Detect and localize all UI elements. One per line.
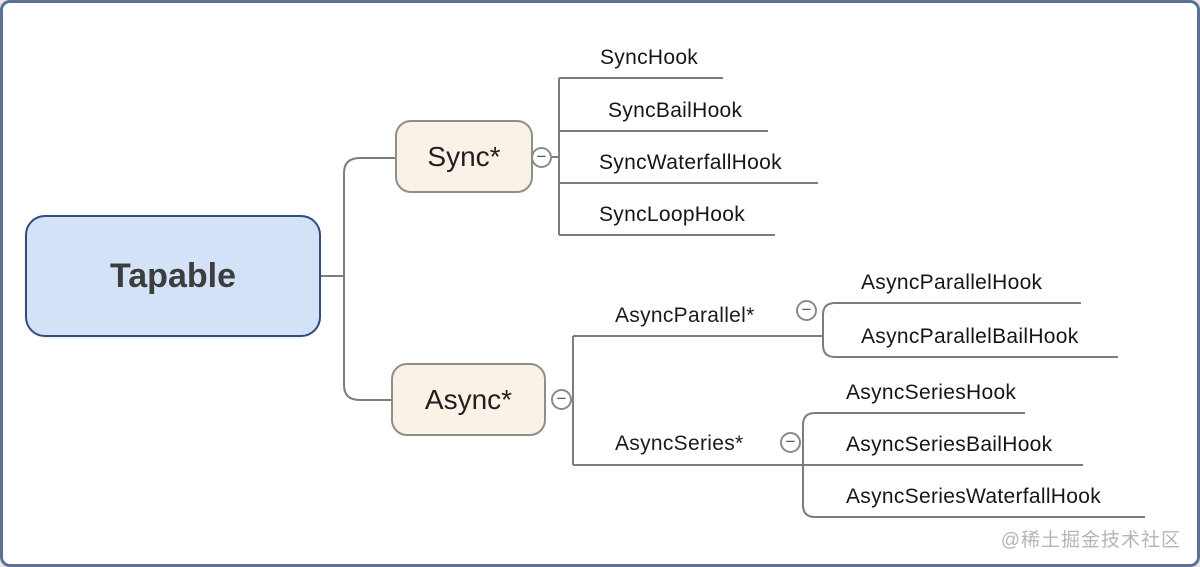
root-trunk-line [343, 157, 395, 401]
node-sync-label: Sync* [427, 140, 501, 172]
asyncseries-bracket [802, 412, 1145, 518]
node-synchook[interactable]: SyncHook [600, 46, 699, 69]
connector-lines [321, 77, 1145, 518]
node-async-label: Async* [424, 383, 513, 415]
asyncseries-collapse-icon[interactable]: − [780, 432, 801, 453]
node-async[interactable]: Async* [391, 363, 546, 436]
asyncparallel-collapse-icon[interactable]: − [796, 300, 817, 321]
node-sync[interactable]: Sync* [395, 120, 533, 193]
sync-collapse-icon[interactable]: − [531, 147, 552, 168]
node-tapable[interactable]: Tapable [25, 215, 321, 337]
node-syncloophook[interactable]: SyncLoopHook [599, 203, 746, 226]
node-asyncserieshook[interactable]: AsyncSeriesHook [846, 381, 1017, 404]
node-tapable-label: Tapable [110, 256, 236, 295]
node-asyncparallel[interactable]: AsyncParallel* [615, 304, 755, 327]
async-collapse-icon[interactable]: − [551, 389, 572, 410]
node-asyncparallelhook[interactable]: AsyncParallelHook [861, 271, 1043, 294]
node-syncbailhook[interactable]: SyncBailHook [608, 99, 743, 122]
node-asyncseriesbailhook[interactable]: AsyncSeriesBailHook [846, 433, 1053, 456]
node-asyncseries[interactable]: AsyncSeries* [615, 432, 744, 455]
node-asyncparallelbailhook[interactable]: AsyncParallelBailHook [861, 325, 1079, 348]
watermark: @稀土掘金技术社区 [1000, 530, 1181, 551]
node-asyncserieswaterfallhook[interactable]: AsyncSeriesWaterfallHook [846, 485, 1102, 508]
asyncparallel-bracket [822, 302, 1118, 358]
node-syncwaterfallhook[interactable]: SyncWaterfallHook [599, 151, 782, 174]
